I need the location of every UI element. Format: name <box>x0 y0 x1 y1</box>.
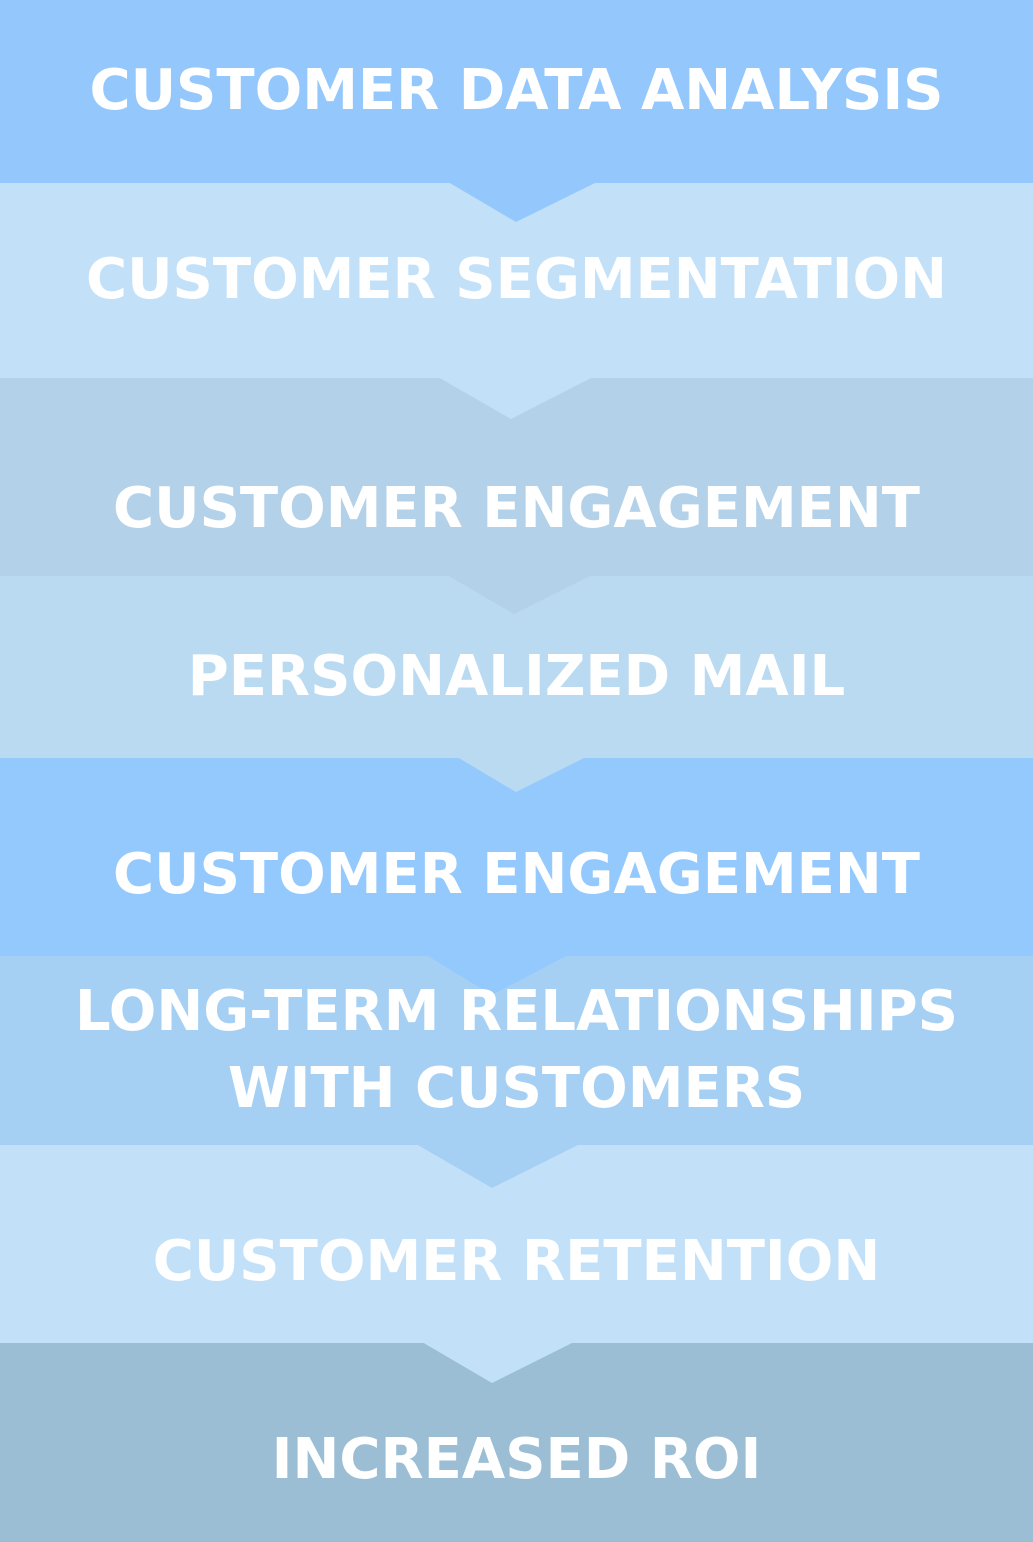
step-4-label: PERSONALIZED MAIL <box>187 643 846 709</box>
step-8-band: INCREASED ROI <box>0 1343 1033 1542</box>
step-4-band: PERSONALIZED MAIL <box>0 576 1033 758</box>
step-3-label: CUSTOMER ENGAGEMENT <box>113 475 920 541</box>
step-3-band: CUSTOMER ENGAGEMENT <box>0 378 1033 576</box>
step-5-label: CUSTOMER ENGAGEMENT <box>113 841 920 907</box>
step-8-label: INCREASED ROI <box>271 1427 762 1493</box>
step-6-label: LONG-TERM RELATIONSHIPS WITH CUSTOMERS <box>75 979 958 1121</box>
step-7-band: CUSTOMER RETENTION <box>0 1145 1033 1343</box>
step-5-band: CUSTOMER ENGAGEMENT <box>0 758 1033 956</box>
step-1-band: CUSTOMER DATA ANALYSIS <box>0 0 1033 183</box>
step-7-label: CUSTOMER RETENTION <box>152 1228 881 1294</box>
step-1-label: CUSTOMER DATA ANALYSIS <box>89 58 944 124</box>
step-6-band: LONG-TERM RELATIONSHIPS WITH CUSTOMERS <box>0 956 1033 1145</box>
step-2-band: CUSTOMER SEGMENTATION <box>0 183 1033 378</box>
step-2-label: CUSTOMER SEGMENTATION <box>85 247 948 313</box>
